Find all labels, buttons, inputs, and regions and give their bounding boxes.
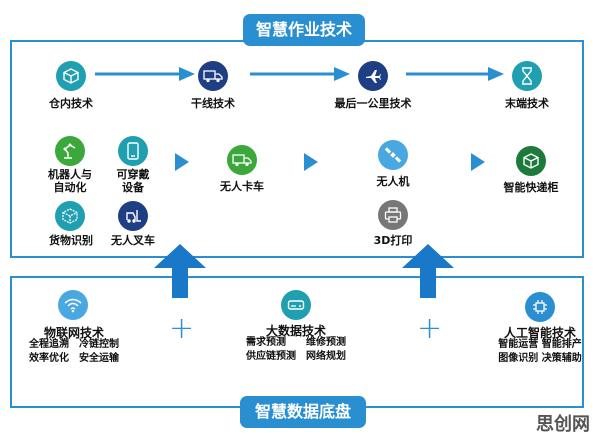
wearable-label-line2: 设备 (122, 181, 144, 194)
forklift-label: 无人叉车 (111, 234, 155, 247)
iot-lines: 全程追溯 冷链控制 效率优化 安全运输 (15, 338, 133, 366)
satellite-drone-icon (378, 140, 408, 170)
triangle-1 (175, 153, 189, 171)
truck-icon (198, 61, 228, 91)
airplane-icon (358, 61, 388, 91)
iot-line1: 全程追溯 冷链控制 (29, 339, 119, 350)
bottom-title-badge: 智慧数据底盘 (240, 396, 366, 428)
up-arrow-right (402, 244, 454, 298)
top-title-badge: 智慧作业技术 (243, 14, 365, 46)
robot-label-line2: 自动化 (53, 181, 87, 194)
wearable-device-icon (118, 136, 148, 166)
flow-arrow-1 (95, 67, 195, 81)
triangle-3 (471, 153, 485, 171)
robot-arm-icon (55, 136, 85, 166)
truck-label: 无人卡车 (220, 180, 264, 193)
wearable-label-line1: 可穿戴 (116, 168, 150, 181)
ai-title: 人工智能技术 (503, 326, 576, 340)
ai-line1: 智能运营 智能排产 (498, 339, 582, 350)
ai-lines: 智能运营 智能排产 图像识别 决策辅助 (487, 338, 593, 366)
bigdata-line2: 供应链预测 网络规划 (246, 351, 346, 362)
robot-label-line1: 机器人与 (48, 168, 92, 181)
drone-label: 无人机 (376, 175, 410, 188)
trunk-label: 干线技术 (191, 97, 235, 110)
wearable-label: 可穿戴 设备 (108, 168, 158, 194)
watermark-text: 思创网 (536, 414, 590, 435)
goods-box-icon (55, 201, 85, 231)
box-icon (56, 61, 86, 91)
end-label: 末端技术 (505, 97, 549, 110)
forklift-icon (118, 201, 148, 231)
bigdata-title: 大数据技术 (265, 324, 326, 338)
unmanned-truck-icon (227, 145, 257, 175)
last-mile-label: 最后一公里技术 (334, 97, 412, 110)
up-arrow-left (154, 244, 206, 298)
printing-label: 3D打印 (373, 234, 413, 247)
ai-line2: 图像识别 决策辅助 (498, 353, 582, 364)
hourglass-icon (512, 61, 542, 91)
locker-box-icon (516, 146, 546, 176)
warehouse-label: 仓内技术 (49, 97, 93, 110)
wifi-icon (58, 290, 88, 320)
bigdata-line1: 需求预测 维修预测 (246, 337, 346, 348)
plus-1: + (169, 311, 195, 346)
iot-line2: 效率优化 安全运输 (29, 353, 119, 364)
iot-title: 物联网技术 (43, 326, 104, 340)
printer-icon (378, 200, 408, 230)
bottom-title: 智慧数据底盘 (254, 402, 351, 421)
top-title: 智慧作业技术 (255, 20, 352, 39)
bigdata-lines: 需求预测 维修预测 供应链预测 网络规划 (236, 336, 356, 364)
hard-drive-icon (281, 290, 311, 320)
locker-label: 智能快递柜 (503, 181, 559, 194)
flow-arrow-3 (406, 67, 504, 81)
flow-arrow-2 (250, 67, 350, 81)
goods-id-label: 货物识别 (49, 234, 93, 247)
plus-2: + (417, 311, 443, 346)
robot-label: 机器人与 自动化 (34, 168, 106, 194)
triangle-2 (304, 153, 318, 171)
chip-icon (525, 292, 555, 322)
